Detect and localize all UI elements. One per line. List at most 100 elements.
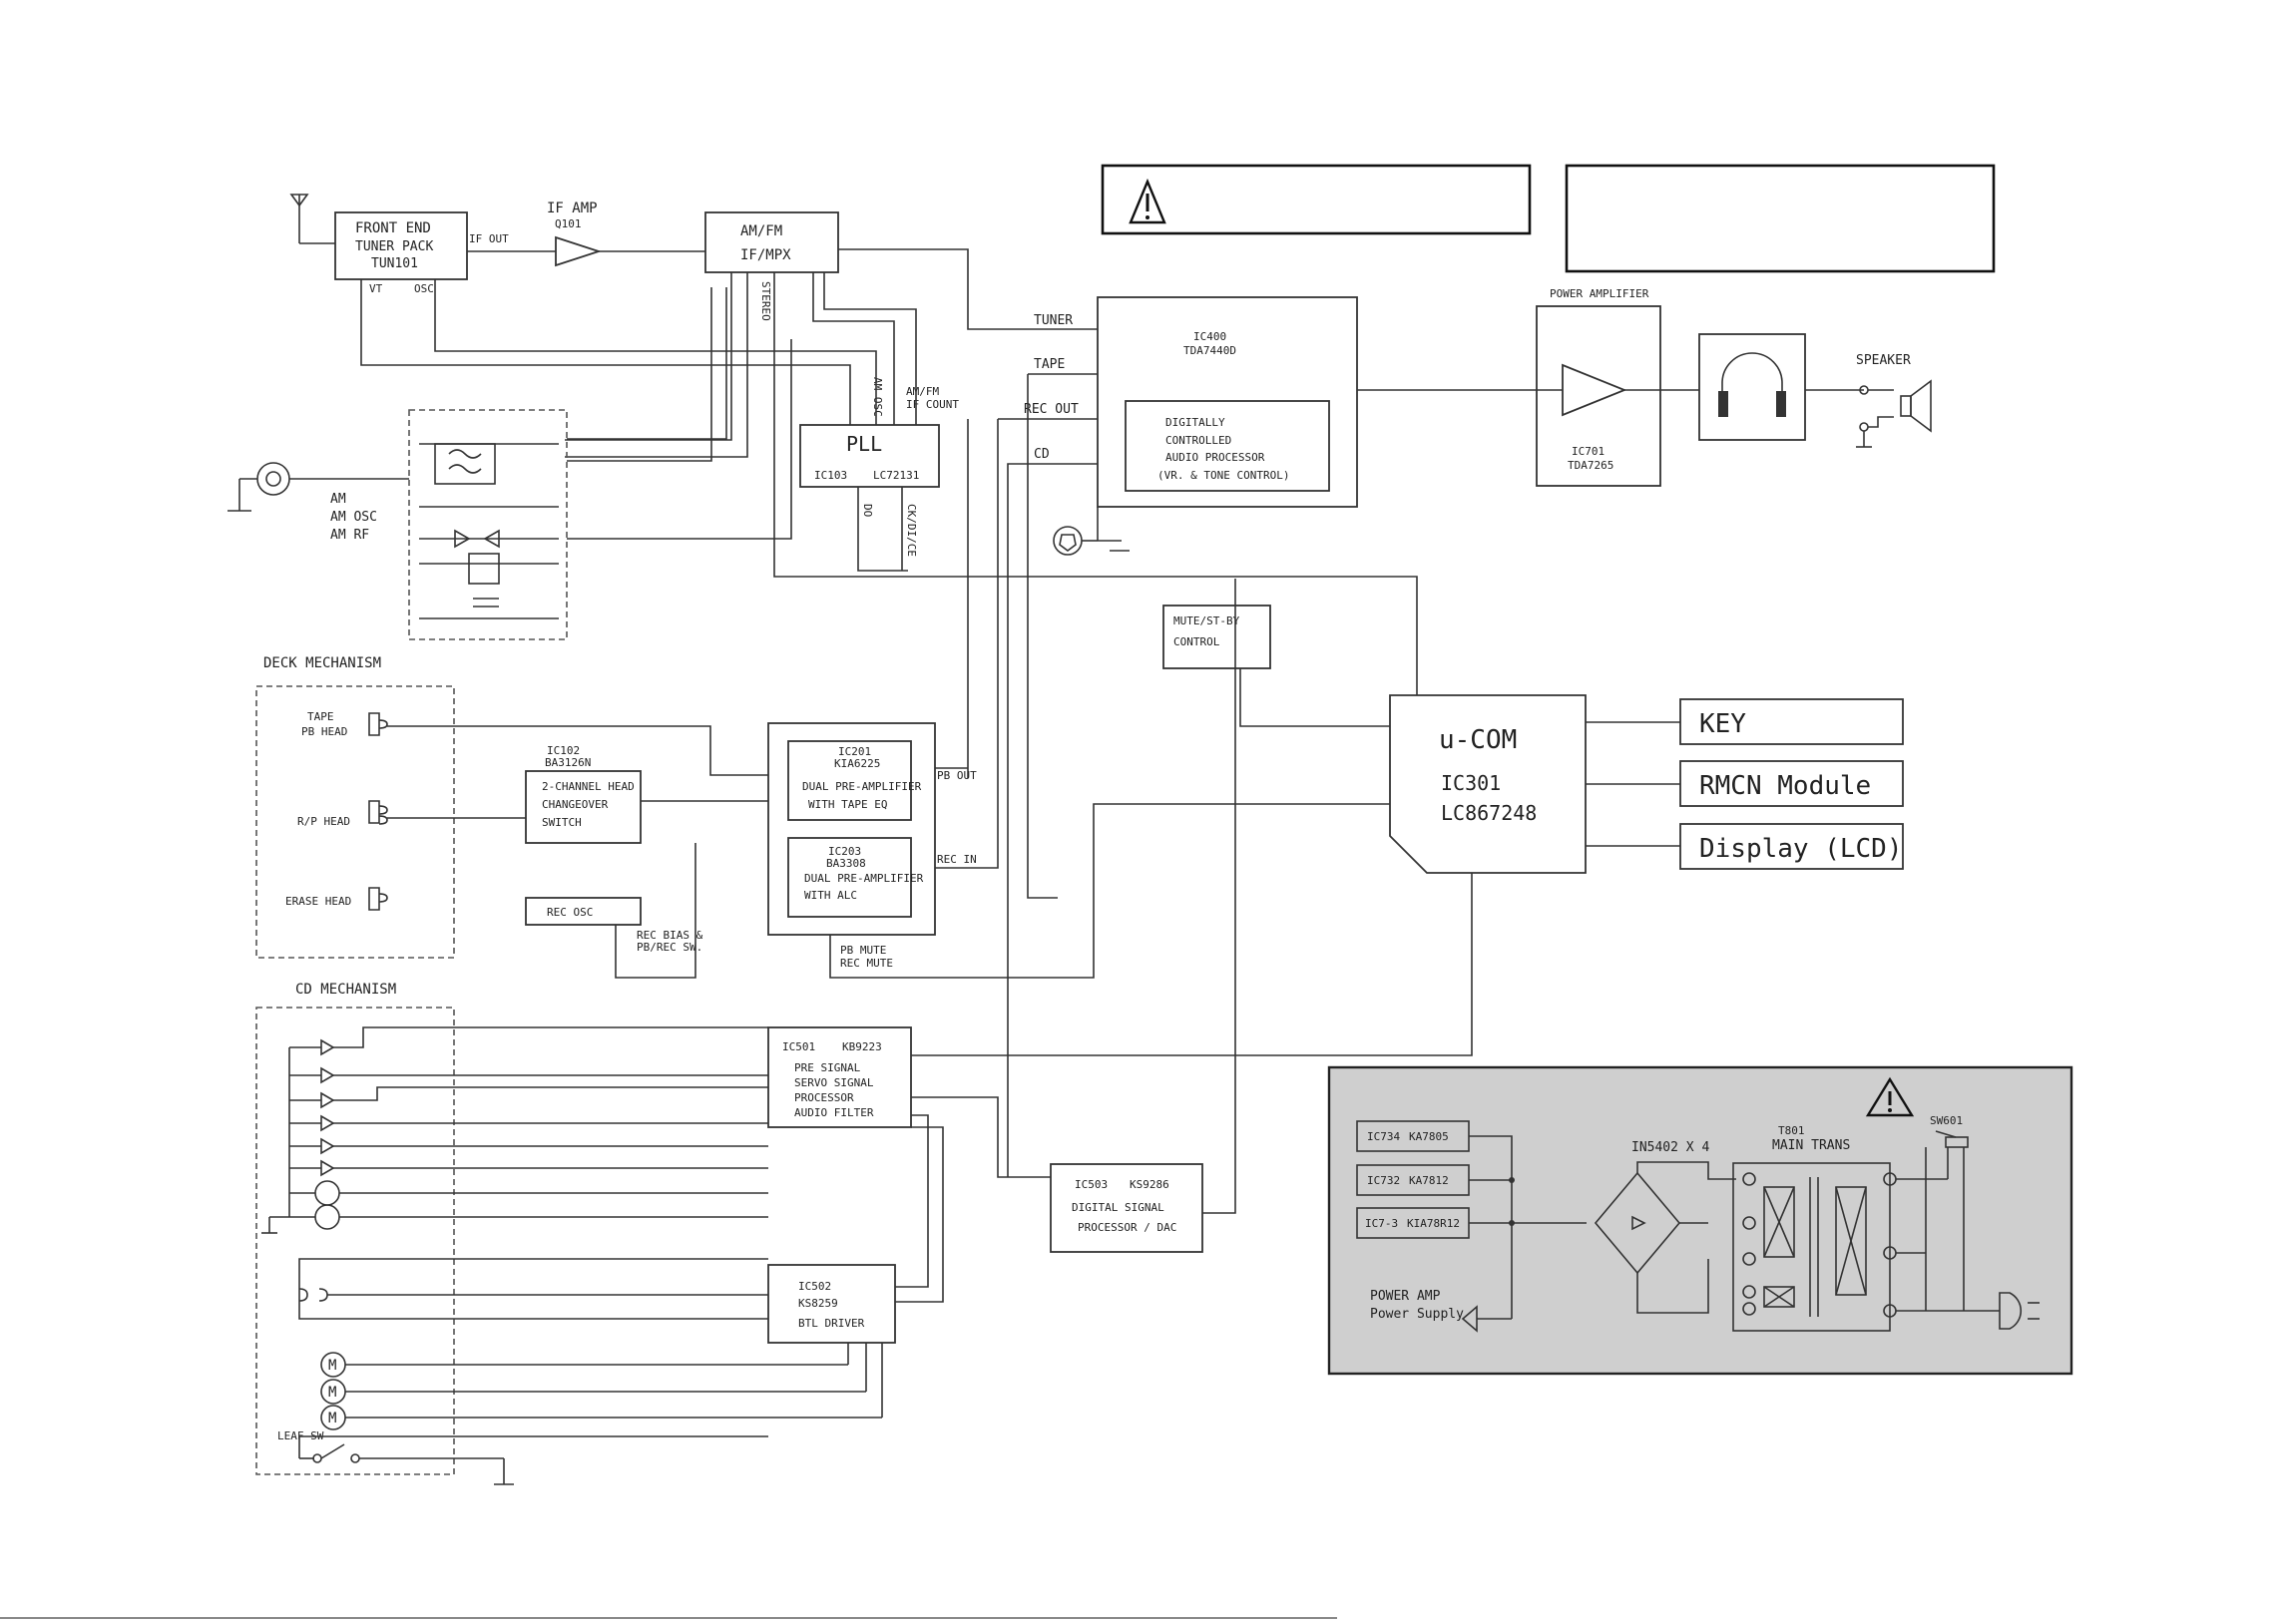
transformer-icon — [1742, 1172, 1897, 1318]
mute-line1: MUTE/ST-BY — [1173, 614, 1240, 627]
ucom-title: u-COM — [1439, 725, 1517, 755]
warning-icon — [1129, 178, 1166, 224]
ic501-label: IC501 — [782, 1040, 815, 1053]
pb-head-label: PB HEAD — [301, 725, 347, 738]
do-label: DO — [861, 504, 874, 517]
key-block — [1679, 698, 1904, 745]
am-fm-mpx-block — [704, 211, 839, 273]
hc-line1: 2-CHANNEL HEAD — [542, 780, 635, 793]
note-box — [1565, 164, 1996, 273]
cd-s3: PROCESSOR — [794, 1091, 854, 1104]
rp-head-label: R/P HEAD — [297, 815, 350, 828]
cd-title: CD MECHANISM — [295, 982, 396, 998]
ka7805-label: KA7805 — [1409, 1130, 1449, 1143]
ic502-block — [767, 1264, 896, 1344]
mute-stby-block — [1162, 605, 1271, 669]
ucom-block — [1389, 694, 1587, 874]
tda7265-label: TDA7265 — [1568, 459, 1613, 472]
leaf-switch-icon — [299, 1443, 514, 1485]
speaker-label: SPEAKER — [1856, 353, 1911, 368]
ap-line4: (VR. & TONE CONTROL) — [1157, 469, 1289, 482]
dsp-line2: PROCESSOR / DAC — [1078, 1221, 1176, 1234]
cd-s1: PRE SIGNAL — [794, 1061, 861, 1074]
tda7440d-label: TDA7440D — [1183, 344, 1236, 357]
kia6225-label: KIA6225 — [834, 757, 880, 770]
ba3126n-label: BA3126N — [545, 756, 591, 769]
display-label: Display (LCD) — [1699, 834, 1903, 864]
ks9286-label: KS9286 — [1130, 1178, 1169, 1191]
hc-line2: CHANGEOVER — [542, 798, 609, 811]
osc-label: OSC — [414, 282, 434, 295]
rec-in-label: REC IN — [937, 853, 977, 866]
pre-line3: DUAL PRE-AMPLIFIER — [804, 872, 924, 885]
am-fm-label: AM/FM — [740, 223, 782, 239]
pb-out-label: PB OUT — [937, 769, 977, 782]
rec-osc-block — [525, 897, 642, 926]
rmcn-block — [1679, 760, 1904, 807]
ac-plug-icon — [1999, 1292, 2040, 1330]
motor-icons — [320, 1343, 883, 1430]
pre-line4: WITH ALC — [804, 889, 857, 902]
display-block — [1679, 823, 1904, 870]
ic103-label: IC103 — [814, 469, 847, 482]
stereo-label: STEREO — [759, 281, 772, 321]
motor-1-label: M — [328, 1358, 336, 1374]
volume-knob-icon — [1053, 507, 1130, 556]
hc-line3: SWITCH — [542, 816, 582, 829]
ic201-label: IC201 — [838, 745, 871, 758]
kb9223-label: KB9223 — [842, 1040, 882, 1053]
tuner-input-label: TUNER — [1034, 313, 1073, 328]
pre-line2: WITH TAPE EQ — [808, 798, 887, 811]
ic502-label: IC502 — [798, 1280, 831, 1293]
diode-bridge-label: IN5402 X 4 — [1631, 1140, 1709, 1155]
if-amp-triangle — [555, 235, 602, 267]
am-label: AM — [330, 492, 346, 507]
tape-input-label: TAPE — [1034, 357, 1065, 372]
ck-label: CK/DI/CE — [905, 504, 918, 557]
dsp-line1: DIGITAL SIGNAL — [1072, 1201, 1164, 1214]
mute-line2: CONTROL — [1173, 635, 1220, 648]
if-mpx-label: IF/MPX — [740, 247, 791, 263]
lc72131-label: LC72131 — [873, 469, 919, 482]
antenna-icon — [289, 194, 335, 244]
ic732-label: IC732 — [1367, 1174, 1400, 1187]
ic400-label: IC400 — [1193, 330, 1226, 343]
rmcn-label: RMCN Module — [1699, 771, 1871, 801]
am-coil-block — [408, 409, 568, 640]
ka7812-label: KA7812 — [1409, 1174, 1449, 1187]
sw601-label: SW601 — [1930, 1114, 1963, 1127]
ic73-label: IC7-3 — [1365, 1217, 1398, 1230]
ic701-label: IC701 — [1572, 445, 1604, 458]
ic734-label: IC734 — [1367, 1130, 1400, 1143]
ic203-label: IC203 — [828, 845, 861, 858]
ic102-label: IC102 — [547, 744, 580, 757]
ic501-block — [767, 1026, 912, 1128]
rec-osc-label: REC OSC — [547, 906, 593, 919]
coil-icons — [298, 1258, 768, 1320]
ic503-block — [1050, 1163, 1203, 1253]
cd-s2: SERVO SIGNAL — [794, 1076, 874, 1089]
if-count-label: AM/FM — [906, 385, 939, 398]
if-count-label-2: IF COUNT — [906, 398, 959, 411]
headphones-icon — [1718, 352, 1786, 417]
deck-mechanism-block — [255, 685, 455, 959]
am-rf-label: AM RF — [330, 528, 369, 543]
t801-label: T801 — [1778, 1124, 1805, 1137]
front-end-block — [334, 211, 468, 280]
ic201-block — [787, 740, 912, 821]
tape-label: TAPE — [307, 710, 334, 723]
main-trans-label: MAIN TRANS — [1772, 1138, 1850, 1153]
power-switch-icon — [1896, 1130, 2000, 1312]
tape-heads-icons — [368, 712, 388, 911]
key-label: KEY — [1699, 709, 1746, 739]
power-amp-title: POWER AMPLIFIER — [1550, 287, 1649, 300]
audio-processor-inner — [1125, 400, 1330, 492]
head-changeover-block — [525, 770, 642, 844]
speaker-icon — [1856, 379, 1932, 448]
am-osc-block-label: AM OSC — [330, 510, 377, 525]
power-amp-supply-2: Power Supply — [1370, 1307, 1464, 1322]
q101-label: Q101 — [555, 217, 582, 230]
erase-head-label: ERASE HEAD — [285, 895, 351, 908]
am-loop-antenna-icon — [228, 462, 409, 512]
